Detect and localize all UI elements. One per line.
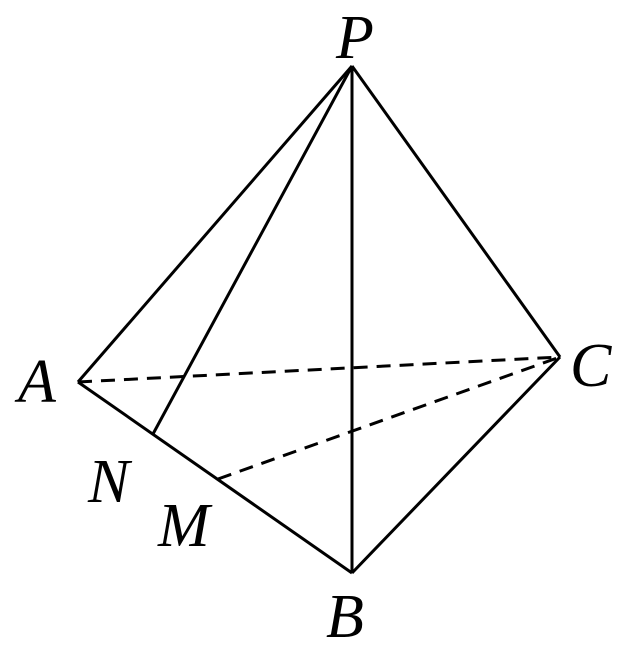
edge-PA [76,65,354,383]
edge-BC [350,355,562,575]
label-N: N [87,448,133,516]
label-M: M [157,492,213,560]
segment-PN [151,65,354,435]
label-B: B [326,583,364,651]
edge-AB [77,380,353,575]
label-C: C [570,332,612,400]
edge-AC-hidden [77,355,561,384]
label-P: P [335,4,374,72]
segment-MC-hidden [217,355,561,481]
label-A: A [14,348,57,416]
edge-PC [350,65,562,358]
